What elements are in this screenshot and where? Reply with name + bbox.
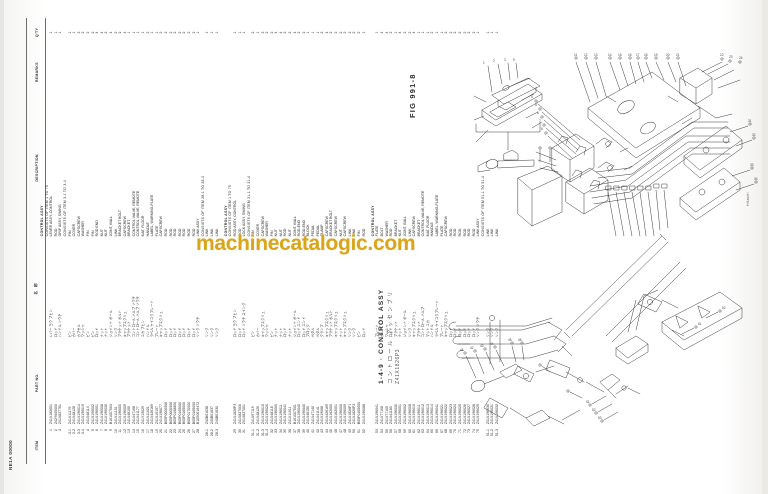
diagram-valve-rails	[679, 122, 758, 221]
svg-text:6: 6	[537, 111, 539, 115]
svg-text:1: 1	[483, 61, 485, 65]
svg-text:3: 3	[504, 58, 506, 62]
svg-text:12: 12	[584, 53, 588, 57]
svg-text:41: 41	[460, 348, 464, 352]
svg-text:45: 45	[508, 338, 512, 342]
figure-title-block: 1-4-9 · CONTROL ASSY コントロール アッセンブリ Z41X1…	[376, 160, 410, 390]
diagram-pins-joints	[595, 137, 633, 173]
svg-text:31: 31	[748, 119, 752, 123]
figure-title-en: 1-4-9 · CONTROL ASSY	[378, 288, 385, 384]
diagram-callout-numbers: 11 12 13 14 15 16 17 18 19 20 21 22 23 2…	[460, 53, 758, 420]
diagram-hose-bundle	[589, 121, 731, 205]
diagram-leader-fan-valves	[534, 99, 581, 173]
diagram-console-block	[679, 57, 742, 119]
svg-text:43: 43	[480, 344, 484, 348]
svg-text:53: 53	[598, 416, 602, 420]
diagram-lower-linkage	[463, 341, 605, 427]
diagram-hose-harness	[448, 315, 573, 365]
diagram-fastener-row	[605, 183, 669, 237]
diagram-control-rod-long	[563, 233, 687, 343]
svg-text:2: 2	[493, 59, 495, 63]
svg-text:13: 13	[594, 53, 598, 57]
figure-caption: FIG 991-8	[404, 10, 430, 130]
svg-text:20: 20	[666, 53, 670, 57]
svg-text:19: 19	[654, 53, 658, 57]
svg-text:17: 17	[636, 53, 640, 57]
diagram-pedal-cluster	[599, 289, 679, 399]
diagram-leader-fan-top	[574, 56, 687, 103]
figure-title-inner: 1-4-9 · CONTROL ASSY コントロール アッセンブリ Z41X1…	[378, 289, 401, 384]
sheet-code: NE1A 00000	[8, 439, 13, 470]
svg-text:7: 7	[539, 119, 541, 123]
svg-text:34: 34	[754, 177, 758, 181]
svg-text:15: 15	[618, 53, 622, 57]
svg-text:51: 51	[586, 400, 590, 404]
scan-edge-right	[762, 0, 768, 494]
svg-text:23: 23	[729, 55, 733, 59]
svg-text:18: 18	[644, 53, 648, 57]
figure-label: FIG 991-8	[408, 73, 417, 118]
svg-text:9: 9	[513, 58, 515, 62]
svg-text:8: 8	[541, 127, 543, 131]
svg-text:52: 52	[592, 408, 596, 412]
figure-title-jp: コントロール アッセンブリ	[388, 289, 394, 384]
diagram-subassembly-upper-left	[473, 62, 543, 173]
svg-text:24: 24	[739, 56, 743, 60]
diagram-lower-floor-panel	[661, 291, 743, 351]
svg-text:42: 42	[470, 346, 474, 350]
diagram-remote-control-valves	[551, 133, 609, 215]
svg-text:22: 22	[720, 53, 724, 57]
scan-edge-left	[0, 0, 4, 494]
svg-text:46: 46	[518, 338, 522, 342]
svg-text:33: 33	[750, 163, 754, 167]
site-watermark: machinecatalogic.com	[196, 232, 416, 255]
exploded-view-diagram: 11 12 13 14 15 16 17 18 19 20 21 22 23 2…	[430, 0, 768, 494]
figure-title-code: Z41X1826P3	[395, 348, 401, 384]
svg-text:21: 21	[676, 53, 680, 57]
svg-text:11: 11	[574, 53, 578, 57]
diagram-reservoir-box	[517, 146, 563, 227]
svg-text:5: 5	[535, 103, 537, 107]
svg-text:44: 44	[490, 342, 494, 346]
diagram-lower-fasteners	[538, 309, 722, 423]
svg-text:61: 61	[698, 322, 702, 326]
diagram-floor-plate	[587, 71, 701, 159]
svg-text:4: 4	[531, 95, 533, 99]
svg-text:62: 62	[722, 306, 726, 310]
svg-text:16: 16	[628, 53, 632, 57]
svg-text:14: 14	[608, 53, 612, 57]
table-header-rule-top	[26, 18, 27, 464]
svg-text:32: 32	[752, 133, 756, 137]
